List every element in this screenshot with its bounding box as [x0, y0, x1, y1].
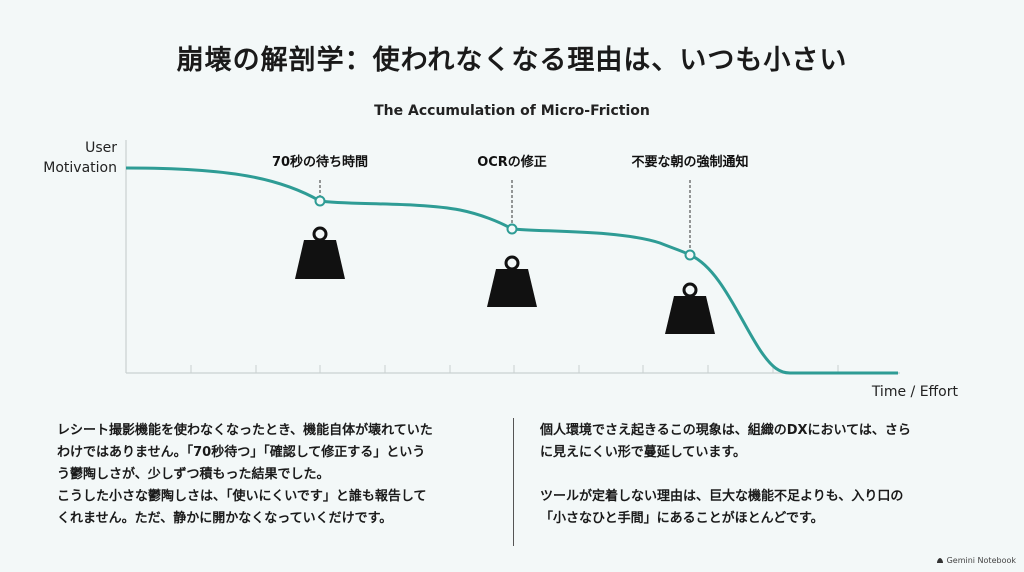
- friction-label: 70秒の待ち時間: [272, 154, 368, 170]
- x-grid-ticks: [125, 365, 839, 373]
- curve-point: [684, 249, 696, 261]
- y-axis-label-line1: User: [85, 140, 117, 156]
- x-axis-label: Time / Effort: [871, 384, 959, 400]
- column-divider: [513, 418, 514, 546]
- weight-icon: [295, 226, 345, 279]
- friction-marker-1: 70秒の待ち時間: [272, 154, 368, 279]
- brand-watermark: Gemini Notebook: [936, 556, 1016, 565]
- right-paragraph-2: ツールが定着しない理由は、巨大な機能不足よりも、入り口の 「小さなひと手間」にあ…: [540, 489, 904, 526]
- motivation-curve: [125, 166, 898, 375]
- left-paragraph-1: レシート撮影機能を使わなくなったとき、機能自体が壊れていた わけではありません。…: [57, 423, 433, 482]
- friction-label: OCRの修正: [477, 154, 547, 170]
- y-axis-label-line2: Motivation: [43, 160, 117, 176]
- notebook-logo-icon: [936, 557, 943, 563]
- curve-point: [314, 195, 326, 207]
- right-paragraph-1: 個人環境でさえ起きるこの現象は、組織のDXにおいては、さら に見えにくい形で蔓延…: [540, 423, 911, 460]
- page-title: 崩壊の解剖学：使われなくなる理由は、いつも小さい: [176, 45, 848, 76]
- friction-marker-2: OCRの修正: [477, 154, 547, 307]
- diagram-subtitle: The Accumulation of Micro-Friction: [374, 103, 650, 119]
- left-paragraph-2: こうした小さな鬱陶しさは、「使いにくいです」と誰も報告して くれません。ただ、静…: [57, 489, 427, 526]
- weight-icon: [665, 282, 715, 334]
- left-body-text: レシート撮影機能を使わなくなったとき、機能自体が壊れていた わけではありません。…: [57, 420, 497, 530]
- friction-label: 不要な朝の強制通知: [631, 154, 748, 170]
- weight-icon: [487, 255, 537, 307]
- brand-label: Gemini Notebook: [946, 556, 1016, 565]
- friction-marker-3: 不要な朝の強制通知: [631, 154, 749, 334]
- curve-point: [506, 223, 518, 235]
- right-body-text: 個人環境でさえ起きるこの現象は、組織のDXにおいては、さら に見えにくい形で蔓延…: [540, 420, 985, 530]
